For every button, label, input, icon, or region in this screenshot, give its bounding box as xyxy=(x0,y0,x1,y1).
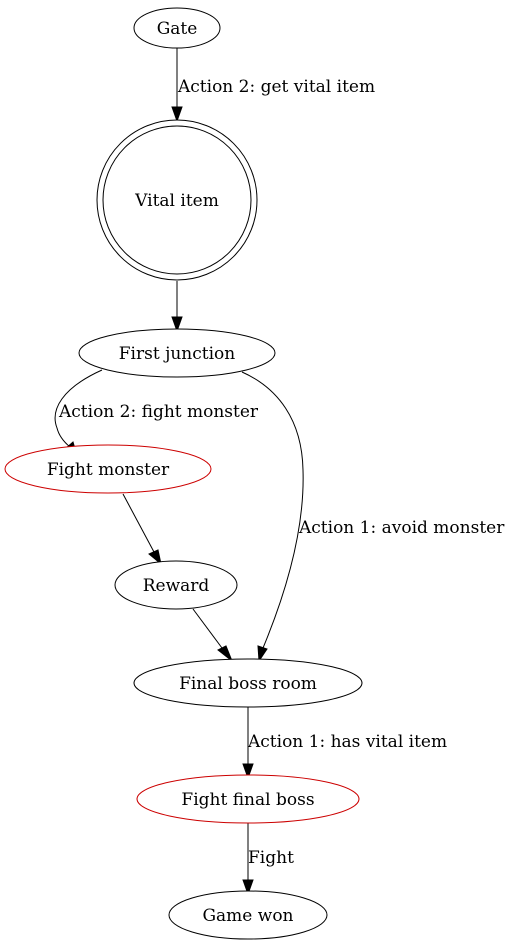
edge-label-avoid-monster: Action 1: avoid monster xyxy=(298,518,505,538)
edge-gate-to-vital-item xyxy=(171,47,183,123)
edge-label-fight: Fight xyxy=(248,848,294,868)
edge-fight-final-boss-to-game-won xyxy=(242,823,254,896)
node-label-gate: Gate xyxy=(157,19,198,39)
node-gate: Gate xyxy=(133,7,221,49)
node-first-junction: First junction xyxy=(78,328,276,378)
node-label-final-boss-room: Final boss room xyxy=(179,674,317,694)
node-label-reward: Reward xyxy=(143,576,210,596)
node-label-fight-final-boss: Fight final boss xyxy=(181,790,314,810)
edge-label-has-vital-item: Action 1: has vital item xyxy=(247,732,447,752)
edge-label-get-vital-item: Action 2: get vital item xyxy=(177,77,375,97)
node-game-won: Game won xyxy=(168,890,328,940)
node-label-vital-item: Vital item xyxy=(134,191,219,211)
node-label-first-junction: First junction xyxy=(119,344,236,364)
node-reward: Reward xyxy=(114,560,238,610)
node-label-game-won: Game won xyxy=(202,906,293,926)
node-final-boss-room: Final boss room xyxy=(133,658,363,708)
node-fight-monster: Fight monster xyxy=(4,444,212,494)
node-fight-final-boss: Fight final boss xyxy=(136,774,360,824)
edge-first-junction-to-final-boss-room xyxy=(241,371,304,663)
edge-final-boss-room-to-fight-final-boss xyxy=(242,707,254,780)
edge-fight-monster-to-reward xyxy=(122,493,162,566)
node-vital-item: Vital item xyxy=(96,119,258,281)
node-label-fight-monster: Fight monster xyxy=(47,460,170,480)
edge-label-fight-monster: Action 2: fight monster xyxy=(58,402,259,422)
edge-vital-item-to-first-junction xyxy=(171,281,183,333)
edge-reward-to-final-boss-room xyxy=(192,608,234,663)
